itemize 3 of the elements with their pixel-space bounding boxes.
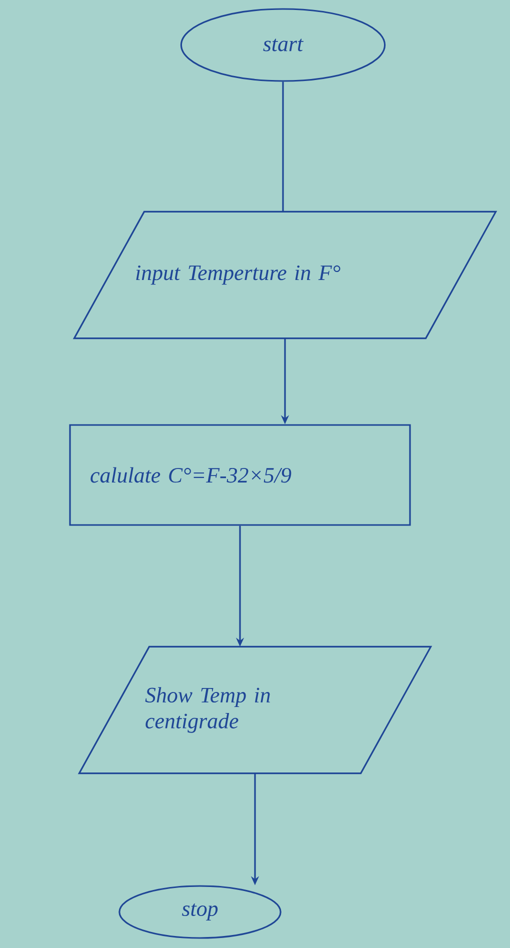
terminal-oval: start — [180, 8, 386, 82]
process-box: calulate C°=F-32×5/9 — [69, 424, 411, 526]
terminal-oval: stop — [118, 885, 282, 939]
